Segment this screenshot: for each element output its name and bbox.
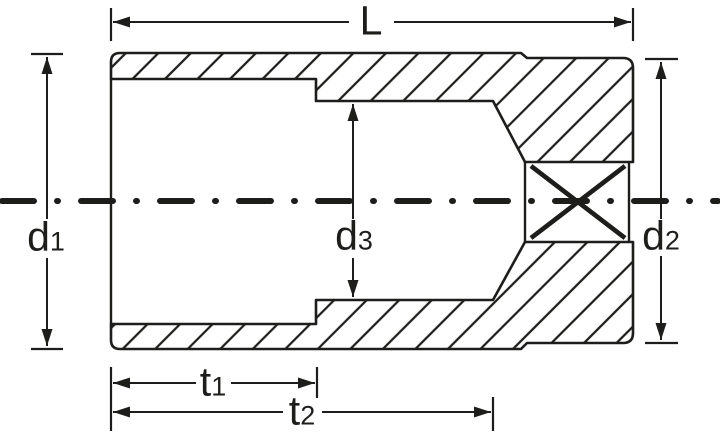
label-sub: 1 xyxy=(211,371,227,402)
dimension-t2 xyxy=(113,397,493,431)
dimension-d2 xyxy=(645,59,678,343)
label-sub: 1 xyxy=(49,226,65,257)
dimension-label-L: L xyxy=(359,0,383,44)
label-main: d xyxy=(27,213,50,260)
label-sub: 2 xyxy=(664,225,680,256)
dimension-t1 xyxy=(111,367,317,431)
label-main: d xyxy=(642,212,665,259)
upper-wall-section xyxy=(109,51,635,164)
dimension-d1 xyxy=(31,54,63,349)
label-sub: 2 xyxy=(300,400,316,431)
label-main: t xyxy=(199,358,212,405)
label-sub: 3 xyxy=(357,225,373,256)
label-main: t xyxy=(288,387,301,432)
dimension-L xyxy=(111,8,633,41)
label-main: d xyxy=(335,212,358,259)
socket-body xyxy=(109,51,635,351)
label-main: L xyxy=(359,0,383,44)
square-drive-x-mark xyxy=(529,164,627,240)
lower-wall-section xyxy=(109,240,635,351)
